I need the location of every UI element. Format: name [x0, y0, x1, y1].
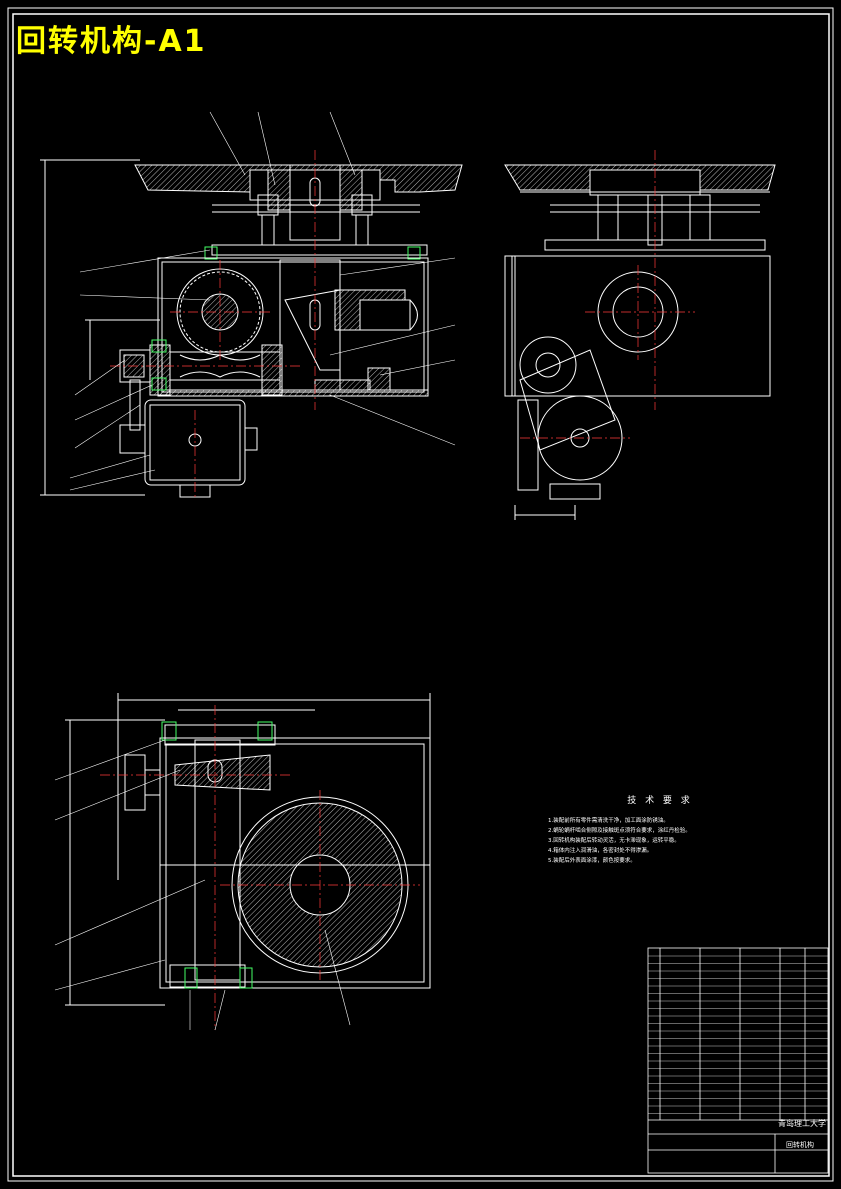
- front-view-centerlines: [110, 150, 316, 500]
- drawing-title: 回转机构-A1: [16, 24, 207, 59]
- title-block: [647, 947, 829, 1174]
- top-section-view: [65, 693, 431, 1006]
- drawing-name: 回转机构: [786, 1141, 814, 1149]
- technical-requirement-line: 2.蜗轮蜗杆啮合侧隙及接触斑点须符合要求，涂红丹检验。: [548, 828, 691, 834]
- top-view-leaders: [54, 739, 351, 1031]
- technical-requirement-line: 1.装配前所有零件需清洗干净，加工面涂防锈油。: [548, 818, 669, 824]
- inner-border: [12, 13, 830, 1177]
- side-view-centerlines: [520, 150, 695, 439]
- side-view: [504, 164, 776, 520]
- technical-requirement-line: 3.回转机构装配后转动灵活，无卡滞现象，运转平稳。: [548, 838, 680, 844]
- front-view-leaders: [69, 111, 456, 491]
- school-name: 青岛理工大学: [778, 1119, 826, 1128]
- top-view-centerlines: [100, 705, 420, 1030]
- outer-border: [7, 7, 834, 1182]
- front-section-view: [40, 159, 463, 498]
- technical-requirements-heading: 技 术 要 求: [627, 796, 693, 806]
- technical-requirement-line: 4.箱体内注入润滑油，各密封处不得渗漏。: [548, 848, 653, 854]
- technical-requirement-line: 5.装配后外表面涂漆，颜色按要求。: [548, 858, 636, 864]
- parts-list-rows: [648, 955, 828, 1114]
